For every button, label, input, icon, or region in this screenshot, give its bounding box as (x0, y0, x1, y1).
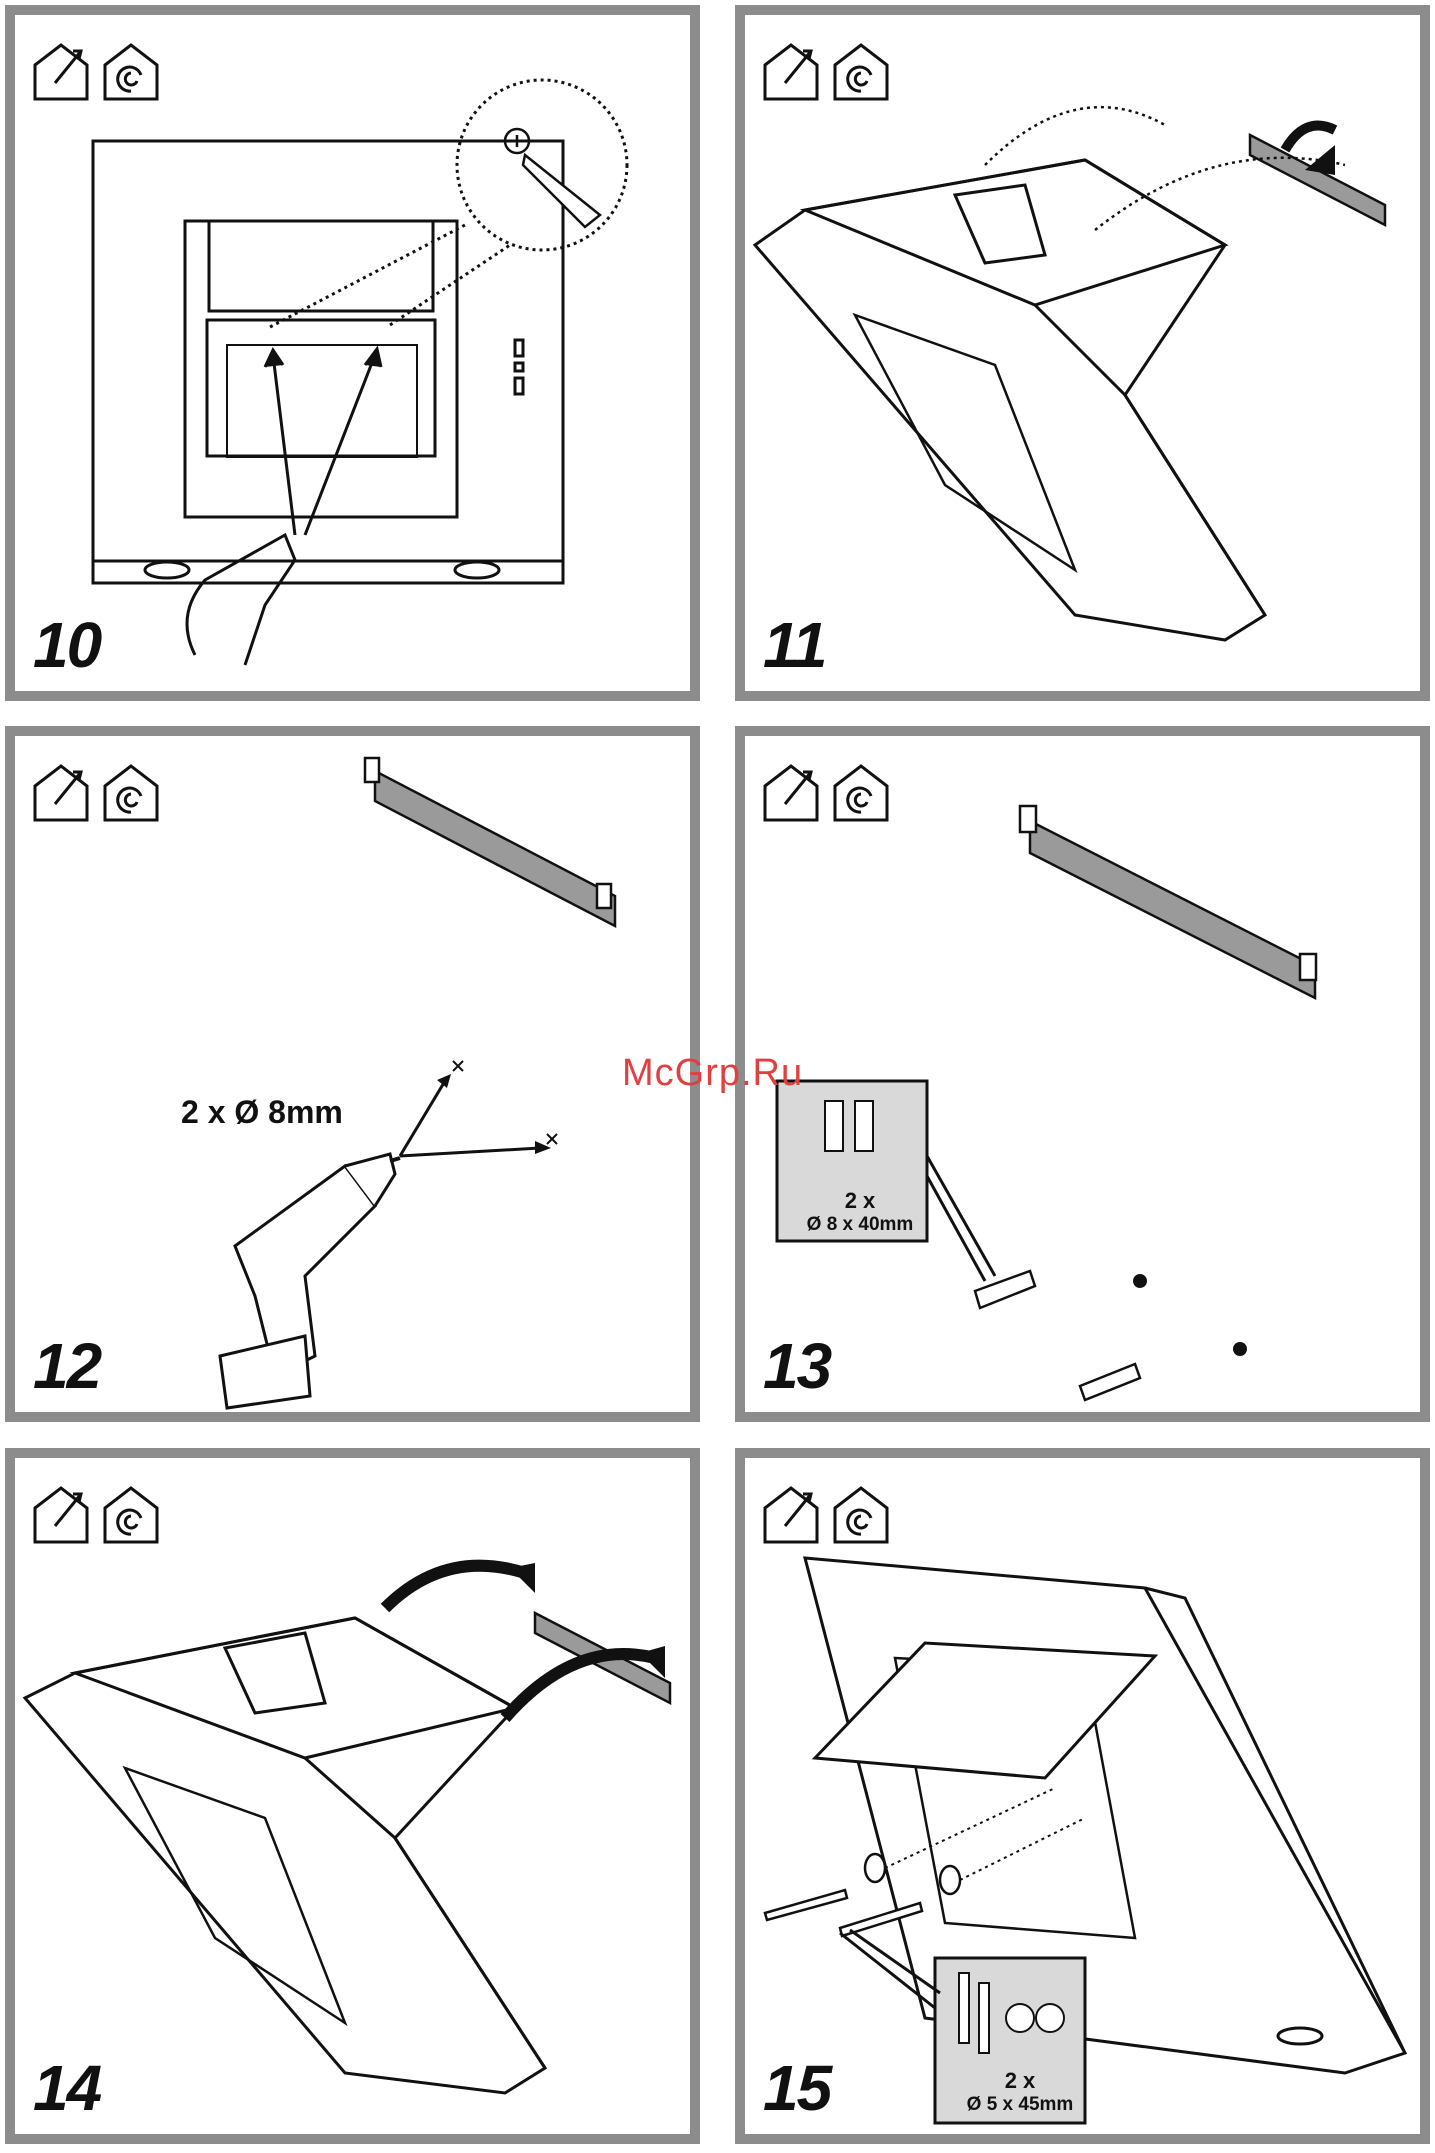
wall-bracket (1020, 806, 1316, 998)
wall-plugs (975, 1271, 1140, 1400)
step-number: 12 (33, 1334, 100, 1398)
wall-bracket (1250, 135, 1385, 225)
step-14-illustration (15, 1458, 690, 2134)
step-number: 14 (33, 2056, 100, 2120)
step-number: 15 (763, 2056, 830, 2120)
step-13-illustration (745, 736, 1420, 1412)
screws (765, 1854, 960, 1936)
wall-bracket (365, 758, 615, 926)
step-11-illustration (745, 15, 1420, 691)
step-number: 11 (763, 613, 825, 677)
step-10-panel: 10 (5, 5, 700, 701)
step-number: 13 (763, 1334, 830, 1398)
step-10-illustration (15, 15, 690, 691)
step-12-illustration (15, 736, 690, 1412)
screw-qty: 2 x (945, 2068, 1095, 2093)
step-15-illustration (745, 1458, 1420, 2134)
step-13-panel: 2 x Ø 8 x 40mm 13 (735, 726, 1430, 1422)
step-14-panel: 14 (5, 1448, 700, 2144)
wall-plug-qty: 2 x (785, 1188, 935, 1213)
step-15-panel: 2 x Ø 5 x 45mm 15 (735, 1448, 1430, 2144)
open-filter-cover (815, 1643, 1155, 1778)
step-11-panel: 11 (735, 5, 1430, 701)
drill (220, 1154, 400, 1408)
watermark: McGrp.Ru (622, 1052, 803, 1095)
step-number: 10 (33, 613, 100, 677)
step-12-panel: 2 x Ø 8mm 12 (5, 726, 700, 1422)
drill-size-label: 2 x Ø 8mm (181, 1094, 343, 1131)
wall-plug-size: Ø 8 x 40mm (785, 1214, 935, 1236)
screw-size: Ø 5 x 45mm (945, 2094, 1095, 2116)
